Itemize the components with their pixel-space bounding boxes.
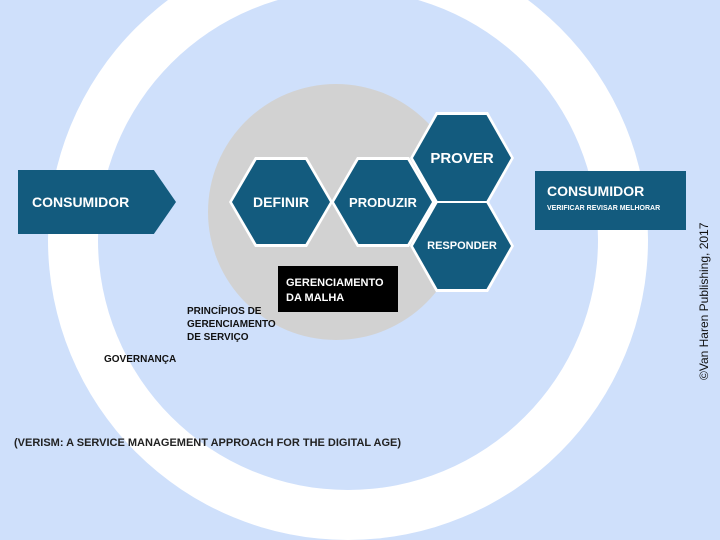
governance-label: GOVERNANÇA: [104, 354, 177, 365]
hex-responder-label: RESPONDER: [427, 240, 497, 252]
consumer-right-subtitle: VERIFICAR REVISAR MELHORAR: [547, 205, 661, 212]
hex-prover-label: PROVER: [430, 149, 494, 167]
hex-responder: RESPONDER: [413, 203, 511, 289]
principles-line-3: DE SERVIÇO: [187, 332, 249, 343]
consumer-left-label: CONSUMIDOR: [32, 194, 130, 210]
service-management-principles-label: PRINCÍPIOS DE GERENCIAMENTO DE SERVIÇO: [187, 305, 276, 344]
hex-definir-label: DEFINIR: [253, 194, 309, 210]
consumer-right-title: CONSUMIDOR: [547, 183, 645, 199]
principles-line-2: GERENCIAMENTO: [187, 319, 276, 330]
hex-produzir-label: PRODUZIR: [349, 194, 417, 210]
footer-citation: (VERISM: A SERVICE MANAGEMENT APPROACH F…: [14, 437, 402, 449]
hex-prover: PROVER: [413, 115, 511, 201]
mesh-line-2: DA MALHA: [286, 292, 345, 304]
copyright-notice: ©Van Haren Publishing, 2017: [697, 222, 711, 380]
mesh-line-1: GERENCIAMENTO: [286, 277, 384, 289]
hex-produzir: PRODUZIR: [334, 160, 432, 244]
principles-line-1: PRINCÍPIOS DE: [187, 306, 262, 317]
mesh-management-box: GERENCIAMENTO DA MALHA: [278, 266, 398, 312]
consumer-right-box: CONSUMIDOR VERIFICAR REVISAR MELHORAR: [535, 171, 686, 230]
consumer-left-arrow: CONSUMIDOR: [18, 170, 176, 234]
